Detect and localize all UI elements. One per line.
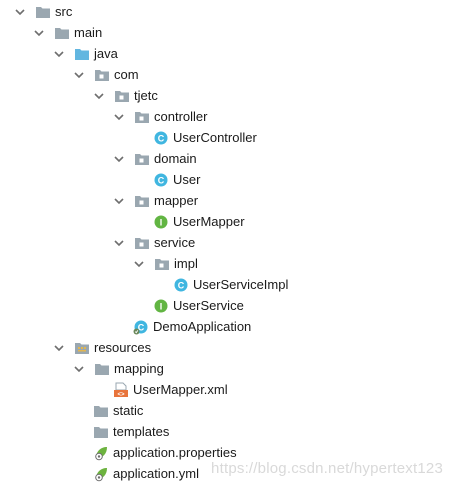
tree-node-mapper[interactable]: mapper <box>113 190 198 211</box>
tree-node-label: application.properties <box>113 445 237 460</box>
chevron-down-icon[interactable] <box>113 195 125 207</box>
tree-node-resources[interactable]: resources <box>53 337 151 358</box>
chevron-down-icon[interactable] <box>113 153 125 165</box>
tree-node-label: java <box>94 46 118 61</box>
spring-config-icon <box>93 445 109 461</box>
tree-node-label: com <box>114 67 139 82</box>
tree-node-label: controller <box>154 109 208 124</box>
tree-node-java[interactable]: java <box>53 43 118 64</box>
source-folder-icon <box>74 46 90 62</box>
tree-node-label: service <box>154 235 196 250</box>
tree-node-label: tjetc <box>134 88 158 103</box>
tree-node-impl[interactable]: impl <box>133 253 198 274</box>
package-icon <box>134 235 150 251</box>
tree-node-label: UserServiceImpl <box>193 277 289 292</box>
svg-text:I: I <box>160 301 163 311</box>
tree-node-label: application.yml <box>113 466 199 481</box>
tree-node-label: resources <box>94 340 152 355</box>
tree-node-label: UserService <box>173 298 244 313</box>
tree-node-usermapper-xml[interactable]: <> UserMapper.xml <box>113 379 228 400</box>
svg-text:C: C <box>158 175 165 185</box>
tree-node-service[interactable]: service <box>113 232 195 253</box>
tree-node-label: impl <box>174 256 198 271</box>
class-icon: C <box>153 130 169 146</box>
chevron-down-icon[interactable] <box>93 90 105 102</box>
folder-icon <box>54 25 70 41</box>
tree-node-src[interactable]: src <box>14 1 72 22</box>
xml-file-icon: <> <box>113 382 129 398</box>
folder-icon <box>94 361 110 377</box>
package-icon <box>114 88 130 104</box>
chevron-down-icon[interactable] <box>53 342 65 354</box>
tree-node-user[interactable]: C User <box>153 169 200 190</box>
tree-node-controller[interactable]: controller <box>113 106 207 127</box>
watermark: https://blog.csdn.net/hypertext123 <box>211 460 443 477</box>
chevron-down-icon[interactable] <box>33 27 45 39</box>
tree-node-userserviceimpl[interactable]: C UserServiceImpl <box>173 274 288 295</box>
tree-node-templates[interactable]: templates <box>93 421 169 442</box>
chevron-down-icon[interactable] <box>73 363 85 375</box>
tree-node-label: DemoApplication <box>153 319 252 334</box>
tree-node-mapping[interactable]: mapping <box>73 358 164 379</box>
chevron-down-icon[interactable] <box>14 6 26 18</box>
package-icon <box>134 109 150 125</box>
tree-node-userservice[interactable]: I UserService <box>153 295 244 316</box>
package-icon <box>94 67 110 83</box>
class-icon: C <box>173 277 189 293</box>
svg-text:<>: <> <box>117 392 125 398</box>
chevron-down-icon[interactable] <box>73 69 85 81</box>
tree-node-domain[interactable]: domain <box>113 148 197 169</box>
chevron-down-icon[interactable] <box>133 258 145 270</box>
tree-node-label: main <box>74 25 103 40</box>
tree-node-label: UserMapper.xml <box>133 382 228 397</box>
svg-text:C: C <box>138 322 145 332</box>
svg-text:C: C <box>158 133 165 143</box>
tree-node-application-properties[interactable]: application.properties <box>93 442 237 463</box>
tree-node-label: domain <box>154 151 197 166</box>
interface-icon: I <box>153 214 169 230</box>
tree-node-application-yml[interactable]: application.yml <box>93 463 199 484</box>
chevron-down-icon[interactable] <box>113 111 125 123</box>
spring-config-icon <box>93 466 109 482</box>
interface-icon: I <box>153 298 169 314</box>
tree-node-label: mapper <box>154 193 199 208</box>
package-icon <box>154 256 170 272</box>
chevron-down-icon[interactable] <box>53 48 65 60</box>
tree-node-label: UserMapper <box>173 214 245 229</box>
chevron-down-icon[interactable] <box>113 237 125 249</box>
tree-node-usermapper[interactable]: I UserMapper <box>153 211 245 232</box>
tree-node-label: mapping <box>114 361 164 376</box>
tree-node-usercontroller[interactable]: C UserController <box>153 127 257 148</box>
tree-node-label: User <box>173 172 201 187</box>
tree-node-label: static <box>113 403 144 418</box>
tree-node-main[interactable]: main <box>33 22 102 43</box>
folder-icon <box>93 424 109 440</box>
svg-text:I: I <box>160 217 163 227</box>
class-icon: C <box>153 172 169 188</box>
spring-boot-class-icon: C <box>133 319 149 335</box>
folder-icon <box>93 403 109 419</box>
package-icon <box>134 151 150 167</box>
tree-node-label: templates <box>113 424 170 439</box>
tree-node-tjetc[interactable]: tjetc <box>93 85 158 106</box>
tree-node-label: src <box>55 4 73 19</box>
resources-folder-icon <box>74 340 90 356</box>
tree-node-label: UserController <box>173 130 257 145</box>
svg-text:C: C <box>178 280 185 290</box>
tree-node-demoapplication[interactable]: C DemoApplication <box>133 316 251 337</box>
package-icon <box>134 193 150 209</box>
folder-icon <box>35 4 51 20</box>
tree-node-static[interactable]: static <box>93 400 143 421</box>
tree-node-com[interactable]: com <box>73 64 139 85</box>
